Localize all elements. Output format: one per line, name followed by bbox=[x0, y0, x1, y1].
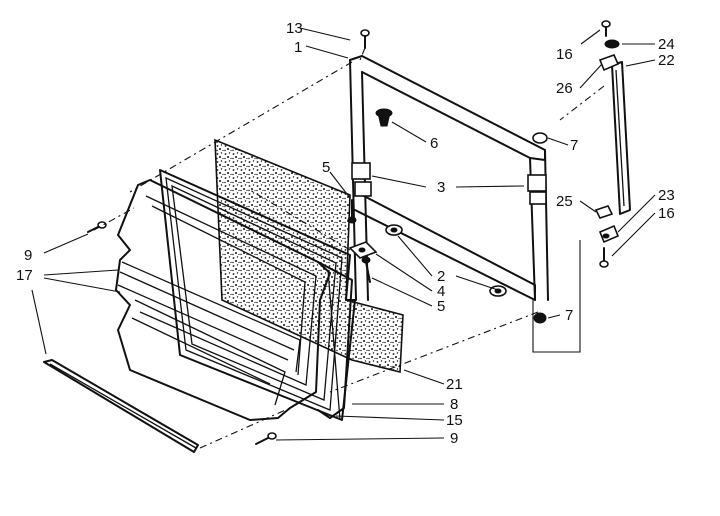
label-23: 23 bbox=[658, 187, 675, 204]
bottom-trim-strip bbox=[43, 359, 199, 453]
alignment-lines bbox=[93, 47, 605, 449]
hinge-bracket-left bbox=[351, 162, 372, 197]
hinge-bracket-right bbox=[527, 174, 547, 205]
washer-24 bbox=[604, 39, 620, 49]
label-26: 26 bbox=[556, 80, 573, 97]
label-5-upper: 5 bbox=[322, 159, 330, 176]
label-5-lower: 5 bbox=[437, 298, 445, 315]
screw-9-left bbox=[87, 221, 107, 233]
label-25: 25 bbox=[556, 193, 573, 210]
label-9-left: 9 bbox=[24, 247, 32, 264]
label-17: 17 bbox=[16, 267, 33, 284]
label-15: 15 bbox=[446, 412, 463, 429]
hinge-cap-26 bbox=[598, 53, 620, 72]
label-6: 6 bbox=[430, 135, 438, 152]
plug-6 bbox=[375, 108, 393, 127]
label-8: 8 bbox=[450, 396, 458, 413]
screw-5-lower bbox=[361, 256, 371, 283]
label-24: 24 bbox=[658, 36, 675, 53]
door-outer-shell bbox=[317, 261, 353, 421]
label-7-upper: 7 bbox=[570, 137, 578, 154]
bushing-2-right bbox=[489, 285, 507, 297]
label-16-top: 16 bbox=[556, 46, 573, 63]
label-1: 1 bbox=[294, 39, 302, 56]
hinge-plate-25 bbox=[594, 205, 614, 219]
leader-lines bbox=[31, 27, 656, 441]
hinge-plate-4 bbox=[348, 241, 378, 259]
label-9-bottom: 9 bbox=[450, 430, 458, 447]
screw-16-top bbox=[601, 20, 611, 37]
label-2: 2 bbox=[437, 268, 445, 285]
screw-5-upper bbox=[347, 199, 357, 224]
screw-16-bottom bbox=[599, 247, 609, 268]
door-panel bbox=[115, 179, 331, 421]
cap-7-upper bbox=[532, 132, 548, 144]
label-3: 3 bbox=[437, 179, 445, 196]
label-21: 21 bbox=[446, 376, 463, 393]
label-13: 13 bbox=[286, 20, 303, 37]
label-16-bottom: 16 bbox=[658, 205, 675, 222]
insulation-panel bbox=[214, 138, 404, 374]
label-4: 4 bbox=[437, 283, 445, 300]
label-22: 22 bbox=[658, 52, 675, 69]
hinge-cap-23 bbox=[598, 224, 620, 244]
screw-9-bottom bbox=[255, 432, 277, 445]
hinge-group-bracket bbox=[532, 240, 581, 353]
handle-bar-22 bbox=[611, 61, 631, 215]
bushing-2-left bbox=[385, 224, 403, 236]
label-7-lower: 7 bbox=[565, 307, 573, 324]
cap-7-lower bbox=[533, 312, 547, 324]
screw-13 bbox=[360, 29, 370, 49]
part-labels: 13 1 6 5 3 7 16 24 22 26 25 23 16 9 17 2… bbox=[16, 20, 675, 447]
